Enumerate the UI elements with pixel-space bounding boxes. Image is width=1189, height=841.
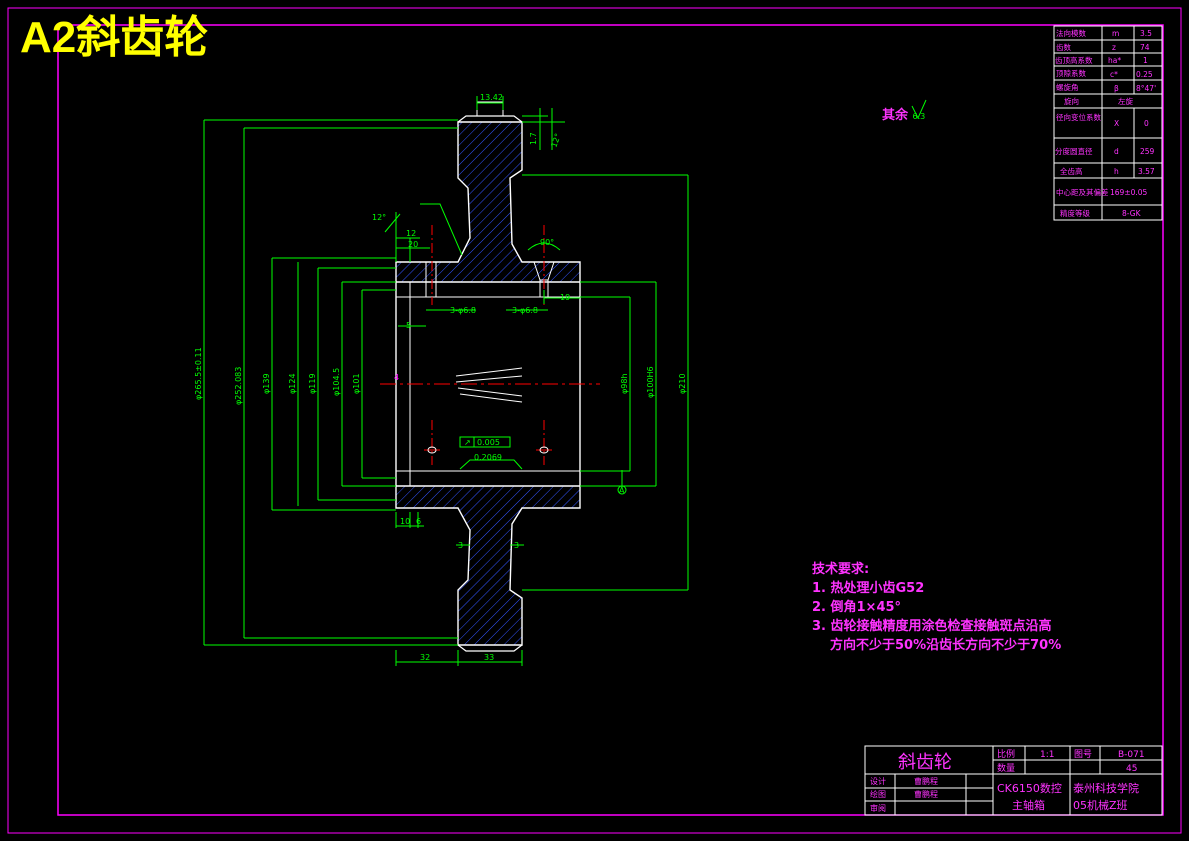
param-symbol: ha* [1108, 56, 1121, 65]
dim-6: 6 [416, 517, 421, 526]
param-name: 分度圆直径 [1055, 146, 1093, 156]
inner-frame [57, 24, 1164, 816]
title-block [864, 745, 1163, 816]
param-name: 旋向 [1064, 96, 1079, 106]
drafter-label: 绘图 [870, 789, 886, 799]
param-value: 3.5 [1140, 29, 1152, 38]
param-symbol: z [1112, 43, 1116, 52]
tech-item: 3. 齿轮接触精度用涂色检查接触斑点沿高 [812, 619, 1052, 634]
dim-210: φ210 [678, 373, 687, 394]
datum-label: A [619, 486, 625, 495]
dim-small-2: 12° [549, 132, 562, 148]
dim-angle-90: 90° [540, 238, 554, 247]
dim-10: 10 [400, 517, 410, 526]
drawing-no-label: 图号 [1074, 749, 1092, 760]
param-name: 齿顶高系数 [1055, 55, 1093, 65]
param-value: 169±0.05 [1110, 188, 1148, 197]
designer-label: 设计 [870, 776, 886, 786]
dim-119: φ119 [308, 373, 317, 394]
dim-98: φ98h [620, 373, 629, 394]
tech-item: 1. 热处理小齿G52 [812, 581, 925, 596]
dim-root-diameter: φ252.083 [234, 367, 243, 405]
dim-20: 20 [408, 240, 418, 249]
assembly-line-1: CK6150数控 [997, 781, 1062, 795]
dim-outer-diameter: φ265.5±0.11 [194, 347, 203, 400]
dim-139: φ139 [262, 373, 271, 394]
param-value: 3.57 [1138, 167, 1155, 176]
drawing-heading: A2斜齿轮 [20, 13, 209, 62]
param-name: 径向变位系数 [1056, 112, 1101, 122]
param-value: 0 [1144, 119, 1149, 128]
dimension-labels: 13.42 1.7 12° 12° 12 20 90° 19 3-φ6.8 3-… [194, 93, 687, 662]
param-name: 齿数 [1056, 42, 1072, 52]
param-symbol: d [1114, 147, 1119, 156]
dim-12: 12 [406, 229, 416, 238]
param-symbol: β [1114, 84, 1119, 93]
centre-mark: 4 [394, 373, 399, 382]
school-line-1: 泰州科技学院 [1073, 781, 1139, 795]
tech-item: 方向不少于50%沿齿长方向不少于70% [830, 638, 1062, 653]
param-value: 8°47' [1136, 84, 1156, 93]
tech-item: 2. 倒角1×45° [812, 600, 902, 615]
qty-label: 数量 [997, 762, 1015, 774]
scale-label: 比例 [997, 748, 1015, 760]
roughness-label: 其余 [882, 108, 909, 123]
param-name: 全齿高 [1060, 166, 1083, 176]
dim-5: 5 [406, 321, 411, 330]
roughness-note: 其余 6.3 [882, 104, 925, 123]
width-left: 32 [420, 653, 430, 662]
param-value: 74 [1140, 43, 1150, 52]
params-table-text: 法向模数 m 3.5 齿数 z 74 齿顶高系数 ha* 1 顶隙系数 c* 0… [1055, 28, 1156, 218]
param-value: 8-GK [1122, 209, 1142, 218]
param-value: 1 [1143, 56, 1148, 65]
part-name: 斜齿轮 [898, 752, 952, 773]
param-symbol: X [1114, 119, 1119, 128]
designer: 曹鹏程 [914, 776, 938, 786]
material: 45 [1126, 764, 1137, 774]
dimension-lines [203, 96, 689, 666]
hole-note-left: 3-φ6.8 [450, 306, 476, 315]
param-name: 中心距及其偏差 [1056, 187, 1109, 197]
gear-section [380, 101, 600, 652]
dim-19: 19 [560, 293, 570, 302]
dim-small-1: 1.7 [529, 132, 538, 145]
param-symbol: m [1112, 29, 1119, 38]
dim-101: φ101 [352, 373, 361, 394]
surface-note: 0.2069 [474, 453, 502, 462]
outer-frame [7, 7, 1182, 834]
title-block-text: 斜齿轮 比例 1:1 图号 B-071 数量 45 设计 曹鹏程 绘图 曹鹏程 … [870, 748, 1145, 813]
dim-chamfer-angle: 12° [372, 213, 386, 222]
param-symbol: h [1114, 167, 1119, 176]
drafter: 曹鹏程 [914, 789, 938, 799]
tol-frame-value: 0.005 [477, 438, 500, 447]
param-name: 法向模数 [1056, 28, 1086, 38]
scale-value: 1:1 [1040, 750, 1054, 760]
dim-104: φ104.5 [332, 368, 341, 396]
reviewer-label: 审阅 [870, 803, 886, 813]
dim-3-left: 3 [458, 541, 463, 550]
param-value: 左旋 [1118, 96, 1134, 106]
tech-title: 技术要求: [812, 562, 870, 577]
tech-requirements: 技术要求: 1. 热处理小齿G52 2. 倒角1×45° 3. 齿轮接触精度用涂… [812, 560, 1061, 655]
param-value: 0.25 [1136, 70, 1153, 79]
param-name: 螺旋角 [1056, 82, 1079, 92]
roughness-value: 6.3 [912, 112, 926, 121]
school-line-2: 05机械Z班 [1073, 798, 1128, 812]
width-right: 33 [484, 653, 494, 662]
roughness-icon [911, 99, 927, 120]
hole-note-right: 3-φ6.8 [512, 306, 538, 315]
dim-3-right: 3 [514, 541, 519, 550]
param-symbol: c* [1110, 70, 1118, 79]
param-name: 顶隙系数 [1056, 68, 1086, 78]
drawing-no: B-071 [1118, 750, 1145, 760]
dim-top-width: 13.42 [480, 93, 503, 102]
param-name: 精度等级 [1060, 208, 1090, 218]
dim-100: φ100H6 [646, 366, 655, 398]
tol-frame-symbol: ↗ [464, 438, 471, 447]
assembly-line-2: 主轴箱 [1012, 798, 1045, 812]
params-table [1053, 25, 1163, 221]
dim-124: φ124 [288, 373, 297, 394]
param-value: 259 [1140, 147, 1155, 156]
